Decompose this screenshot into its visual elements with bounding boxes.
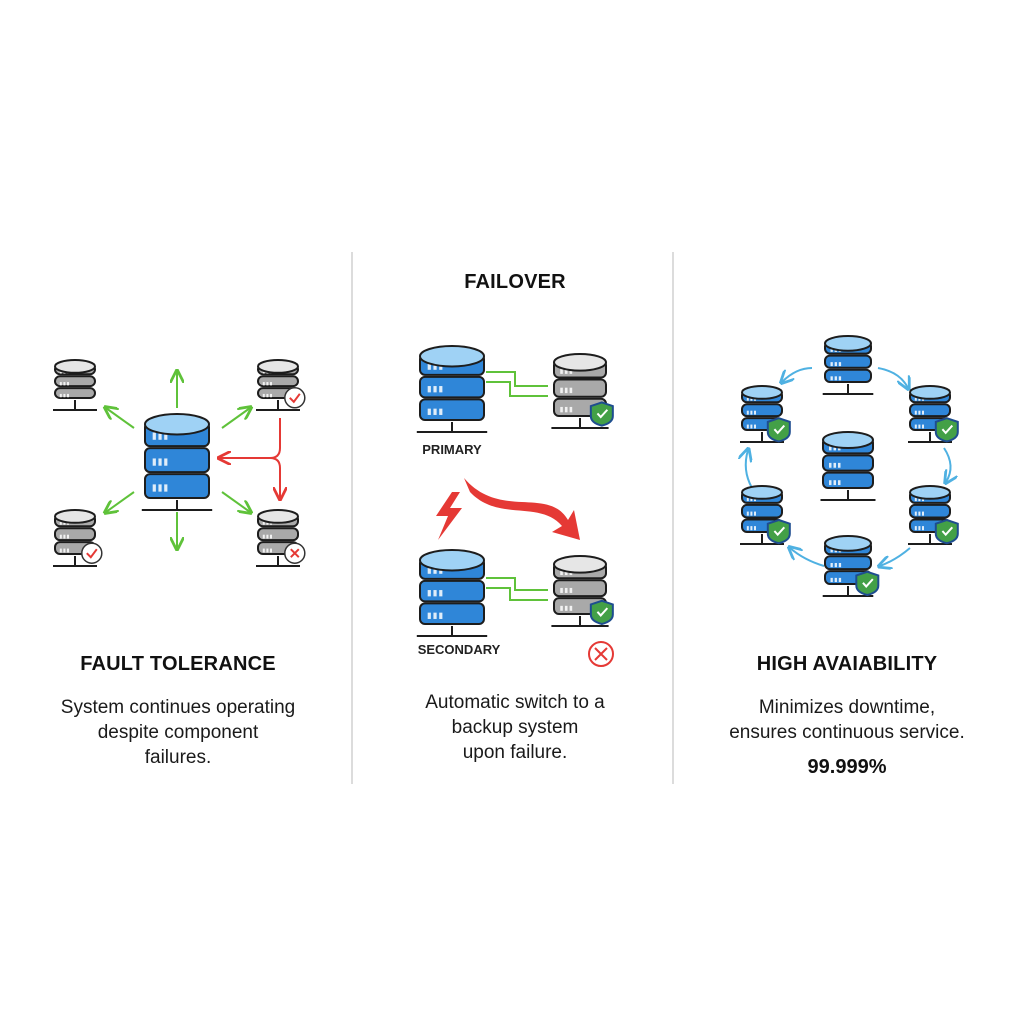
error-circle-icon [588,641,614,667]
fault-tolerance-desc-line: System continues operating [60,697,296,718]
ha-arrow-3 [944,447,951,482]
high-availability-title: HIGH AVAIABILITY [756,653,938,675]
ha-server-bottom-right [908,485,952,545]
lightning-bolt-icon [436,492,462,540]
shield-check-icon [589,599,614,626]
ha-server-top-left [740,385,784,443]
panel-divider-right [672,252,674,784]
panel-divider-left [351,252,353,784]
fault-tolerance-title: FAULT TOLERANCE [80,653,276,675]
fo-link-bottom-b [486,587,548,601]
high-availability-desc-line: Minimizes downtime, [758,697,936,718]
ft-arrow-up-left [106,408,135,429]
failover-desc-line: Automatic switch to a [425,692,605,713]
ft-red-line-upper [269,418,281,459]
ha-arrow-5 [790,548,825,567]
ha-server-center [820,431,876,501]
failover-switch-arrow [464,478,580,540]
x-badge-icon [284,542,306,564]
ft-arrow-up-right [221,408,250,429]
failover-desc-line: backup system [451,717,579,738]
ha-arrow-2 [877,367,908,388]
ha-arrow-4 [880,547,911,566]
high-availability-desc-line: ensures continuous service. [729,722,965,743]
fo-link-top [486,371,548,397]
fo-link-top-b [486,381,548,397]
high-availability-description: Minimizes downtime, ensures continuous s… [700,695,994,745]
check-badge-icon [81,542,103,564]
fo-link-top-a [486,371,548,387]
fault-tolerance-diagram [106,372,280,548]
ha-server-top [822,335,874,395]
shield-check-icon [934,518,959,545]
fo-secondary-server [416,549,488,637]
fo-link-bottom [486,577,548,601]
fault-tolerance-description: System continues operating despite compo… [30,695,326,770]
ft-arrows [106,372,250,548]
failover-desc-line: upon failure. [462,742,568,763]
ft-red-reroute [220,418,280,498]
ha-arrow-1 [782,367,813,382]
ft-arrow-down-right [221,491,250,512]
failover-description: Automatic switch to a backup system upon… [380,690,650,765]
shield-check-icon [589,401,614,427]
fo-primary-server [416,345,488,433]
ft-server-bottom-left [53,509,97,567]
failover-diagram: PRIMARY SECONDARY [418,371,614,667]
ha-arrow-6 [746,450,753,489]
fo-backup-server-bottom [551,555,609,627]
failover-title: FAILOVER [464,271,566,293]
secondary-label: SECONDARY [418,642,501,657]
fo-link-bottom-a [486,577,548,591]
ft-arrow-down-left [106,491,135,512]
servers-layer [53,335,959,637]
availability-percentage: 99.999% [807,756,887,778]
ft-server-top-left [53,359,97,411]
high-availability-diagram [746,367,951,567]
fault-tolerance-desc-line: failures. [144,747,212,768]
shield-check-icon [766,417,791,443]
shield-check-icon [855,570,880,597]
primary-label: PRIMARY [422,442,482,457]
ha-server-bottom [822,535,874,597]
ft-server-central [141,413,213,511]
shield-check-icon [934,417,959,443]
fault-tolerance-desc-line: despite component [97,722,259,743]
shield-check-icon [766,518,791,545]
ft-red-arrow-down [269,457,280,498]
check-badge-icon [284,387,306,409]
